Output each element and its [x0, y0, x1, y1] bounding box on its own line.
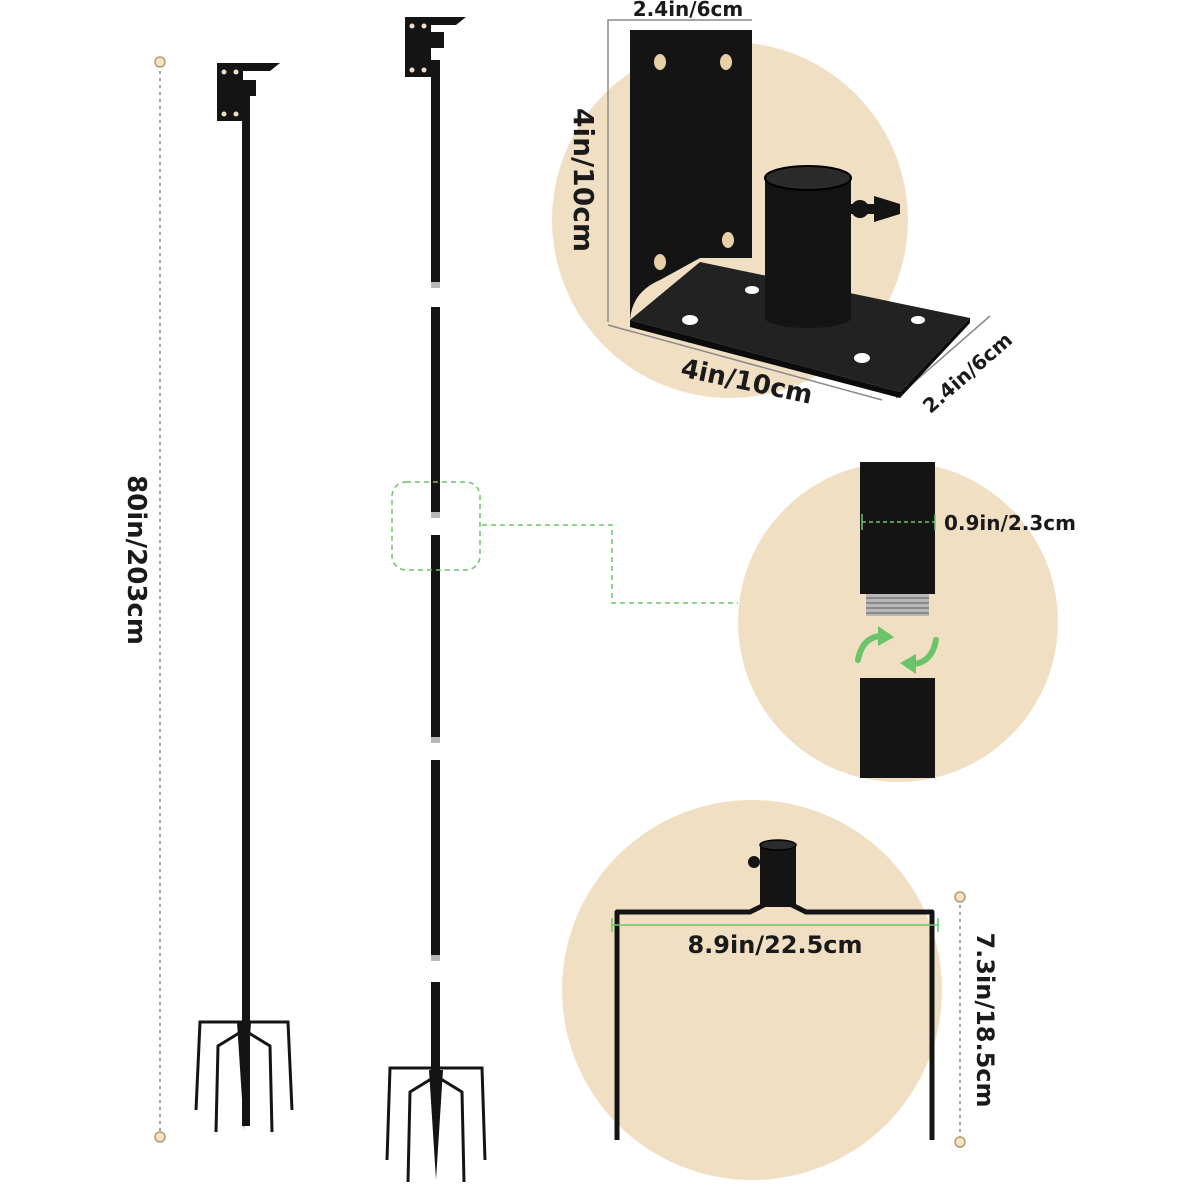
total-height-dimension: 80in/203cm [121, 56, 166, 1143]
pole-segment [431, 982, 440, 1092]
joint-detail-circle [738, 462, 1058, 782]
bracket-height-label: 4in/10cm [567, 108, 600, 252]
bracket-hole [409, 67, 415, 73]
joint-thread-grooves [866, 597, 929, 614]
bracket-top-width-label: 2.4in/6cm [633, 0, 743, 21]
dimension-endpoint-dot [954, 891, 966, 903]
bracket-vertical-plate [630, 30, 752, 320]
dimension-endpoint-dot [954, 1136, 966, 1148]
pole-wall-bracket [217, 63, 243, 121]
stake-detail-circle [562, 800, 942, 1180]
joint-detail: 0.9in/2.3cm [855, 462, 1076, 778]
exploded-ground-stake [385, 1066, 487, 1183]
pole-ground-stake [194, 1020, 294, 1133]
pole-shaft [242, 96, 250, 1126]
bracket-top-width-line [607, 19, 752, 28]
thumb-screw-wing [874, 196, 900, 222]
pole-bracket-top-plate [217, 63, 280, 71]
stake-height-label: 7.3in/18.5cm [971, 932, 999, 1107]
joint-thread [866, 594, 929, 616]
stake-frame [614, 895, 935, 1140]
bracket-hole [233, 111, 239, 117]
pole-diameter-label: 0.9in/2.3cm [944, 511, 1076, 535]
bracket-tube [765, 178, 851, 318]
pole-segment [431, 535, 440, 737]
joint-upper-tube [860, 462, 935, 594]
bracket-base-edge [630, 320, 900, 398]
exploded-pole [385, 17, 738, 1183]
bracket-hole [409, 23, 415, 29]
stake-width-label: 8.9in/22.5cm [687, 931, 862, 959]
rotate-arrows-icon [855, 626, 939, 674]
bracket-hole [421, 23, 427, 29]
bracket-hole [911, 316, 925, 324]
assembled-pole [194, 63, 294, 1133]
dimension-endpoint-dot [154, 56, 166, 68]
exploded-spike [429, 1070, 443, 1180]
bracket-hole [233, 69, 239, 75]
bracket-base-length-line [607, 324, 883, 401]
bracket-hole [654, 254, 666, 270]
bracket-base-side [900, 318, 970, 398]
bracket-hole [221, 111, 227, 117]
segment-thread [431, 955, 440, 961]
pole-segment [431, 307, 440, 512]
segment-thread [431, 512, 440, 518]
bracket-tube-opening [764, 165, 852, 191]
bracket-hole [654, 54, 666, 70]
segment-thread [431, 737, 440, 743]
stake-tube-opening [759, 839, 797, 851]
joint-highlight-box [391, 481, 481, 571]
bracket-hole [745, 286, 759, 294]
stake-screw [748, 856, 760, 868]
thumb-screw-knob [851, 200, 869, 218]
exploded-bracket-collar [428, 32, 444, 48]
bracket-hole [854, 353, 870, 363]
segment-thread [431, 282, 440, 288]
bracket-hole [221, 69, 227, 75]
pole-segment [431, 60, 440, 282]
joint-lower-tube [860, 678, 935, 778]
bracket-hole [682, 315, 698, 325]
bracket-hole [722, 232, 734, 248]
total-height-label: 80in/203cm [121, 475, 151, 645]
bracket-tube-bottom [765, 308, 851, 328]
exploded-bracket-top-plate [405, 17, 466, 25]
joint-callout-connector [482, 524, 738, 604]
exploded-wall-bracket [405, 17, 431, 77]
pole-bracket-collar [240, 80, 256, 96]
stake-detail: 8.9in/22.5cm 7.3in/18.5cm [611, 839, 999, 1148]
bracket-hole [421, 67, 427, 73]
dimension-endpoint-dot [154, 1131, 166, 1143]
bracket-hole [720, 54, 732, 70]
pole-spike [237, 1022, 251, 1130]
pole-segment [431, 760, 440, 955]
